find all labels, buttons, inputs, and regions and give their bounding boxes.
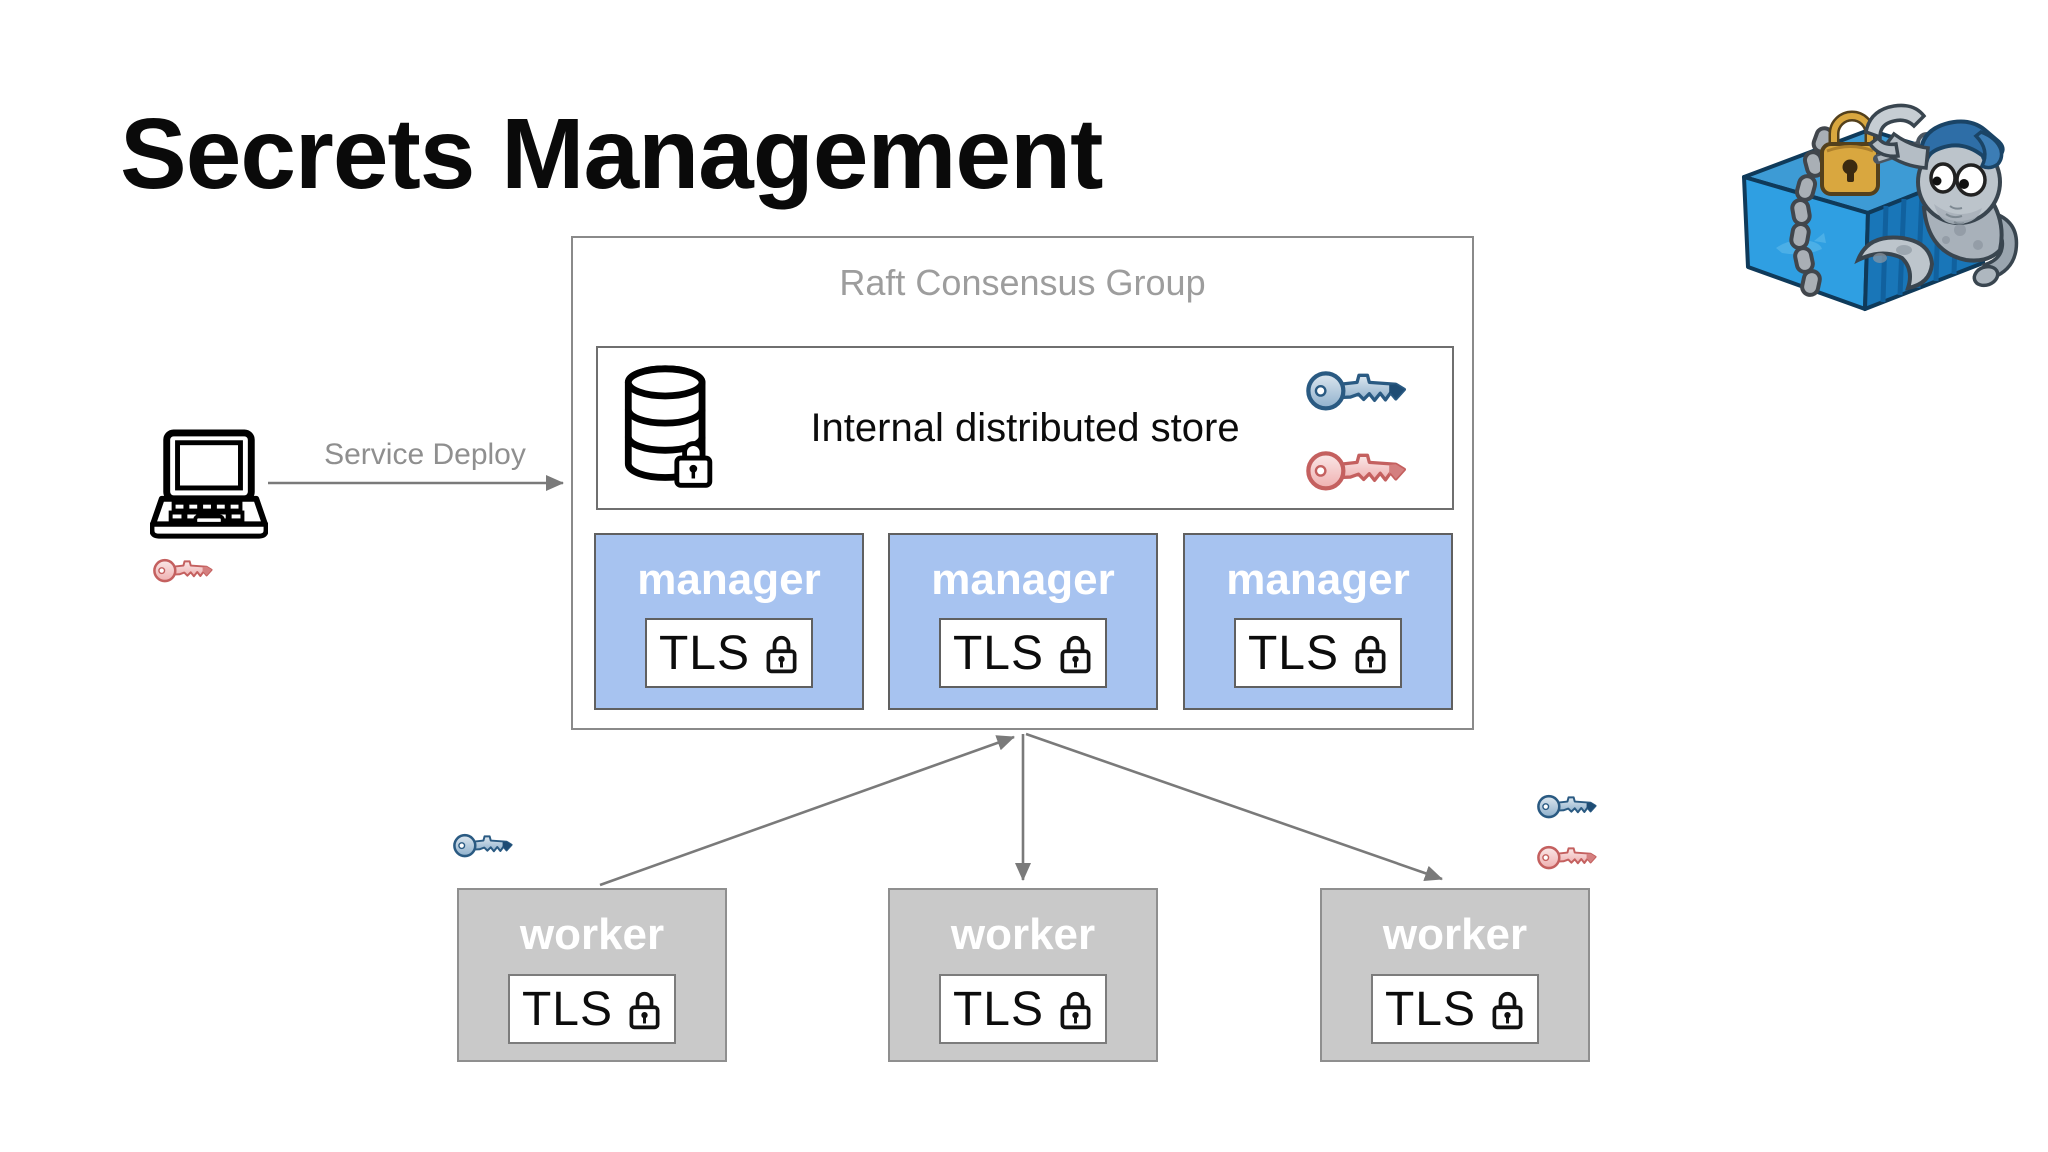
tls-label: TLS (1247, 626, 1340, 680)
internal-store-box: Internal distributed store (596, 346, 1454, 510)
worker-label: worker (519, 910, 665, 959)
tls-label: TLS (952, 626, 1045, 680)
service-deploy-label: Service Deploy (324, 438, 526, 471)
padlock-icon (1058, 631, 1093, 675)
manager-label: manager (637, 555, 821, 604)
tls-chip: TLS (508, 974, 676, 1044)
raft-group-title: Raft Consensus Group (839, 262, 1206, 303)
padlock-icon (627, 987, 662, 1031)
crab-upper-claw (1864, 103, 1927, 140)
tls-label: TLS (658, 626, 751, 680)
padlock-icon (1490, 987, 1525, 1031)
worker-node-1: worker TLS (457, 888, 727, 1062)
tls-label: TLS (952, 982, 1045, 1036)
page-title: Secrets Management (120, 98, 1103, 210)
laptop-icon (150, 429, 268, 539)
managers-to-worker3-arrow (1025, 732, 1443, 881)
manager-label: manager (1226, 555, 1410, 604)
tls-label: TLS (1384, 982, 1477, 1036)
manager-node-2: manager TLS (888, 533, 1158, 710)
crab-lower-claw (1854, 235, 1935, 291)
db-padlock (674, 441, 713, 488)
blue-key-icon (1537, 789, 1599, 822)
manager-label: manager (931, 555, 1115, 604)
tls-chip: TLS (939, 618, 1107, 688)
chain (1789, 126, 1835, 297)
tls-chip: TLS (939, 974, 1107, 1044)
worker-label: worker (1382, 910, 1528, 959)
manager-node-3: manager TLS (1183, 533, 1453, 710)
pink-key-icon (1306, 442, 1410, 496)
internal-store-label: Internal distributed store (810, 405, 1240, 450)
tls-chip: TLS (1371, 974, 1539, 1044)
tls-chip: TLS (1234, 618, 1402, 688)
blue-key-icon (1306, 362, 1410, 416)
manager-node-1: manager TLS (594, 533, 864, 710)
pink-key-icon (153, 553, 215, 586)
database-lock-icon (624, 365, 713, 488)
tls-label: TLS (521, 982, 614, 1036)
pink-key-icon (1537, 840, 1599, 873)
worker1-to-managers-arrow (599, 735, 1015, 887)
padlock-icon (1058, 987, 1093, 1031)
worker-label: worker (950, 910, 1096, 959)
padlock-icon (1353, 631, 1388, 675)
worker-node-3: worker TLS (1320, 888, 1590, 1062)
docker-container-padlock-crab-illustration (1742, 103, 2019, 311)
padlock-icon (764, 631, 799, 675)
blue-key-icon (453, 828, 515, 861)
worker-node-2: worker TLS (888, 888, 1158, 1062)
tls-chip: TLS (645, 618, 813, 688)
crab-character (1854, 103, 2019, 291)
